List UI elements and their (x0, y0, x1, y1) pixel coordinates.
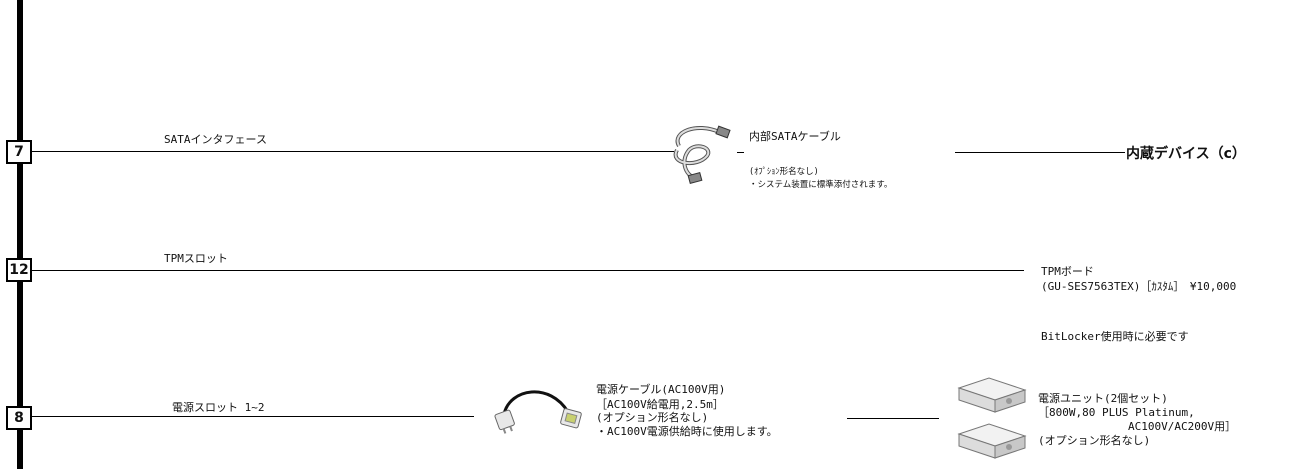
power-unit-spec-1: ［800W,80 PLUS Platinum, (1038, 406, 1195, 419)
power-supply-unit-icon (957, 377, 1027, 459)
sata-destination-label: 内蔵デバイス（c） (1126, 146, 1246, 162)
power-cable-note: ・AC100V電源供給時に使用します。 (596, 425, 778, 438)
power-cable-name: 電源ケーブル(AC100V用) (596, 383, 726, 396)
sata-connector-line (20, 151, 674, 152)
power-unit-name: 電源ユニット(2個セット) (1038, 392, 1168, 405)
tpm-board-note: BitLocker使用時に必要です (1041, 330, 1189, 343)
power-unit-option: (オプション形名なし) (1038, 434, 1151, 447)
power-cable-spec: ［AC100V給電用,2.5m］ (596, 398, 724, 411)
power-unit-line (847, 418, 939, 419)
power-connector-line (20, 416, 474, 417)
sata-destination-line (955, 152, 1125, 153)
slot-number-12: 12 (6, 258, 32, 282)
sata-cable-option: (ｵﾌﾟｼｮﾝ形名なし) (749, 167, 819, 177)
sata-title-tick (737, 152, 744, 153)
tpm-connector-line (20, 270, 1024, 271)
slot-label-sata: SATAインタフェース (164, 133, 267, 146)
sata-cable-icon (673, 125, 731, 185)
slot-number-7: 7 (6, 140, 32, 164)
main-bus-line (17, 0, 23, 469)
tpm-board-model: (GU-SES7563TEX)［ｶｽﾀﾑ］ ¥10,000 (1041, 280, 1237, 293)
power-cable-icon (494, 390, 582, 434)
slot-number-8: 8 (6, 406, 32, 430)
slot-label-power: 電源スロット 1~2 (172, 401, 265, 414)
sata-cable-note: ・システム装置に標準添付されます。 (749, 180, 893, 190)
sata-cable-title: 内部SATAケーブル (749, 130, 841, 143)
tpm-board-name: TPMボード (1041, 265, 1094, 278)
power-unit-spec-2: AC100V/AC200V用］ (1128, 420, 1237, 433)
power-cable-option: (オプション形名なし) (596, 411, 709, 424)
slot-label-tpm: TPMスロット (164, 252, 228, 265)
